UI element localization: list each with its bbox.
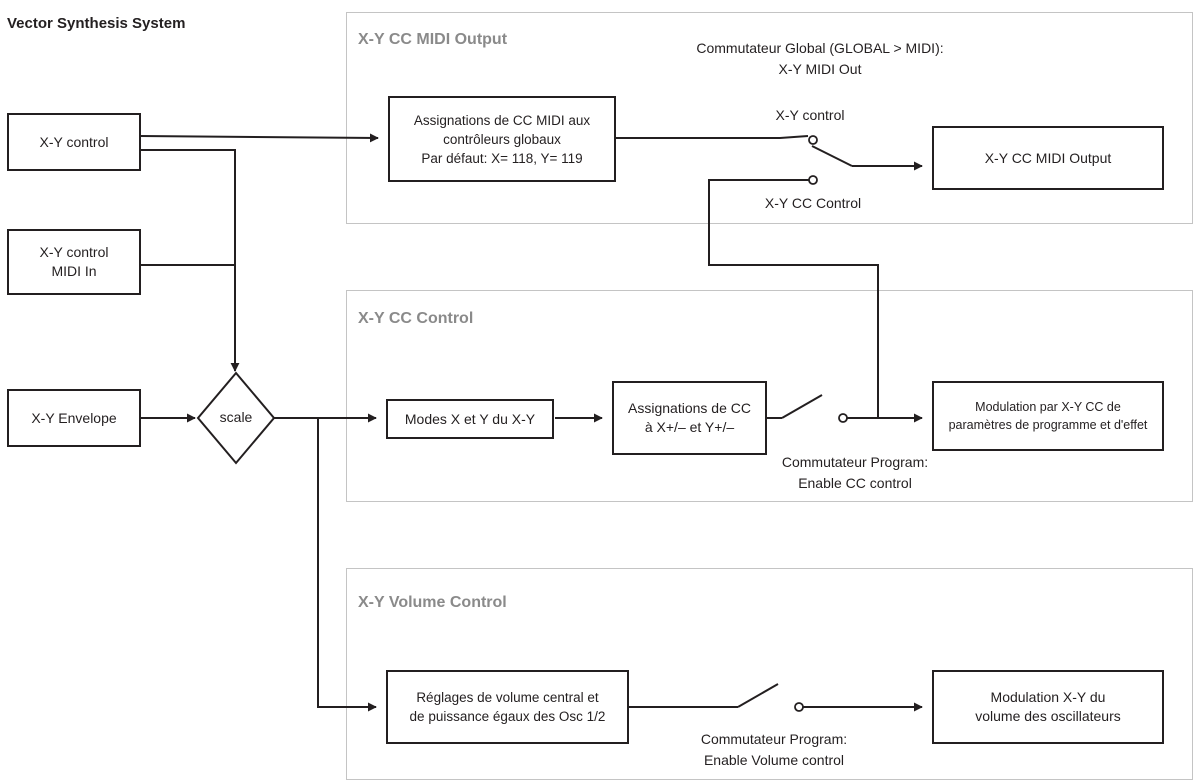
midi-output-label: X-Y CC MIDI Output bbox=[984, 149, 1112, 166]
wire-midi-assign-to-switch bbox=[615, 135, 809, 139]
midi-cc-assign-box: Assignations de CC MIDI aux contrôleurs … bbox=[388, 96, 616, 182]
section-title-volume-control: X-Y Volume Control bbox=[358, 594, 507, 611]
source-xy-envelope-label: X-Y Envelope bbox=[31, 409, 117, 426]
source-xy-envelope: X-Y Envelope bbox=[7, 389, 141, 447]
midi-cc-assign-line3: Par défaut: X= 118, Y= 119 bbox=[421, 150, 583, 166]
global-switch-line1: Commutateur Global (GLOBAL > MIDI): bbox=[696, 40, 944, 56]
volume-modulation-box: Modulation X-Y du volume des oscillateur… bbox=[932, 670, 1164, 744]
switch-midi-blade bbox=[811, 145, 853, 167]
midi-output-box: X-Y CC MIDI Output bbox=[932, 126, 1164, 190]
source-xy-control-label: X-Y control bbox=[39, 133, 109, 150]
volume-settings-line2: de puissance égaux des Osc 1/2 bbox=[409, 709, 606, 724]
section-cc-control bbox=[346, 290, 1193, 502]
page-title: Vector Synthesis System bbox=[7, 15, 186, 32]
scale-diamond bbox=[196, 371, 276, 465]
switch-contact-volume bbox=[794, 702, 804, 712]
section-title-cc-control: X-Y CC Control bbox=[358, 310, 474, 327]
switch-contact-top bbox=[808, 135, 818, 145]
wire-cc-control-feedback bbox=[708, 179, 879, 418]
section-volume-control bbox=[346, 568, 1193, 780]
global-switch-label: Commutateur Global (GLOBAL > MIDI): X-Y … bbox=[660, 38, 980, 80]
cc-switch-line2: Enable CC control bbox=[798, 475, 912, 491]
wire-xy-control-to-scale bbox=[140, 149, 240, 372]
switch-contact-bottom bbox=[808, 175, 818, 185]
wire-xy-control-to-midi-assign bbox=[139, 133, 379, 143]
volume-settings-box: Réglages de volume central et de puissan… bbox=[386, 670, 629, 744]
modes-label: Modes X et Y du X-Y bbox=[404, 410, 536, 427]
midi-cc-assign-line2: contrôleurs globaux bbox=[443, 131, 561, 147]
volume-settings-line1: Réglages de volume central et bbox=[416, 690, 599, 705]
switch-bottom-label: X-Y CC Control bbox=[764, 195, 862, 211]
cc-modulation-box: Modulation par X-Y CC de paramètres de p… bbox=[932, 381, 1164, 451]
cc-switch-line1: Commutateur Program: bbox=[781, 454, 929, 470]
section-title-midi-output: X-Y CC MIDI Output bbox=[358, 31, 508, 48]
volume-switch-line1: Commutateur Program: bbox=[700, 731, 848, 747]
scale-label: scale bbox=[219, 409, 253, 425]
source-xy-control: X-Y control bbox=[7, 113, 141, 171]
cc-assign-line1: Assignations de CC bbox=[628, 400, 751, 416]
source-xy-midi-in-line1: X-Y control bbox=[39, 244, 109, 260]
switch-top-label: X-Y control bbox=[775, 107, 845, 123]
source-xy-midi-in-line2: MIDI In bbox=[51, 263, 97, 279]
switch-volume-blade bbox=[737, 683, 779, 708]
cc-modulation-line1: Modulation par X-Y CC de bbox=[975, 400, 1121, 414]
section-midi-output bbox=[346, 12, 1193, 224]
midi-cc-assign-line1: Assignations de CC MIDI aux bbox=[413, 112, 591, 128]
cc-assign-line2: à X+/– et Y+/– bbox=[644, 419, 735, 435]
cc-switch-label: Commutateur Program: Enable CC control bbox=[745, 452, 965, 494]
modes-box: Modes X et Y du X-Y bbox=[386, 399, 554, 439]
volume-modulation-line1: Modulation X-Y du bbox=[990, 689, 1106, 705]
cc-assign-box: Assignations de CC à X+/– et Y+/– bbox=[612, 381, 767, 455]
source-xy-midi-in: X-Y control MIDI In bbox=[7, 229, 141, 295]
switch-contact-cc bbox=[838, 413, 848, 423]
wire-scale-to-volume-settings bbox=[317, 418, 377, 712]
switch-cc-blade bbox=[781, 394, 823, 419]
cc-modulation-line2: paramètres de programme et d'effet bbox=[948, 418, 1148, 432]
volume-switch-label: Commutateur Program: Enable Volume contr… bbox=[664, 729, 884, 771]
volume-switch-line2: Enable Volume control bbox=[703, 752, 845, 768]
volume-modulation-line2: volume des oscillateurs bbox=[975, 708, 1121, 724]
global-switch-line2: X-Y MIDI Out bbox=[778, 61, 862, 77]
